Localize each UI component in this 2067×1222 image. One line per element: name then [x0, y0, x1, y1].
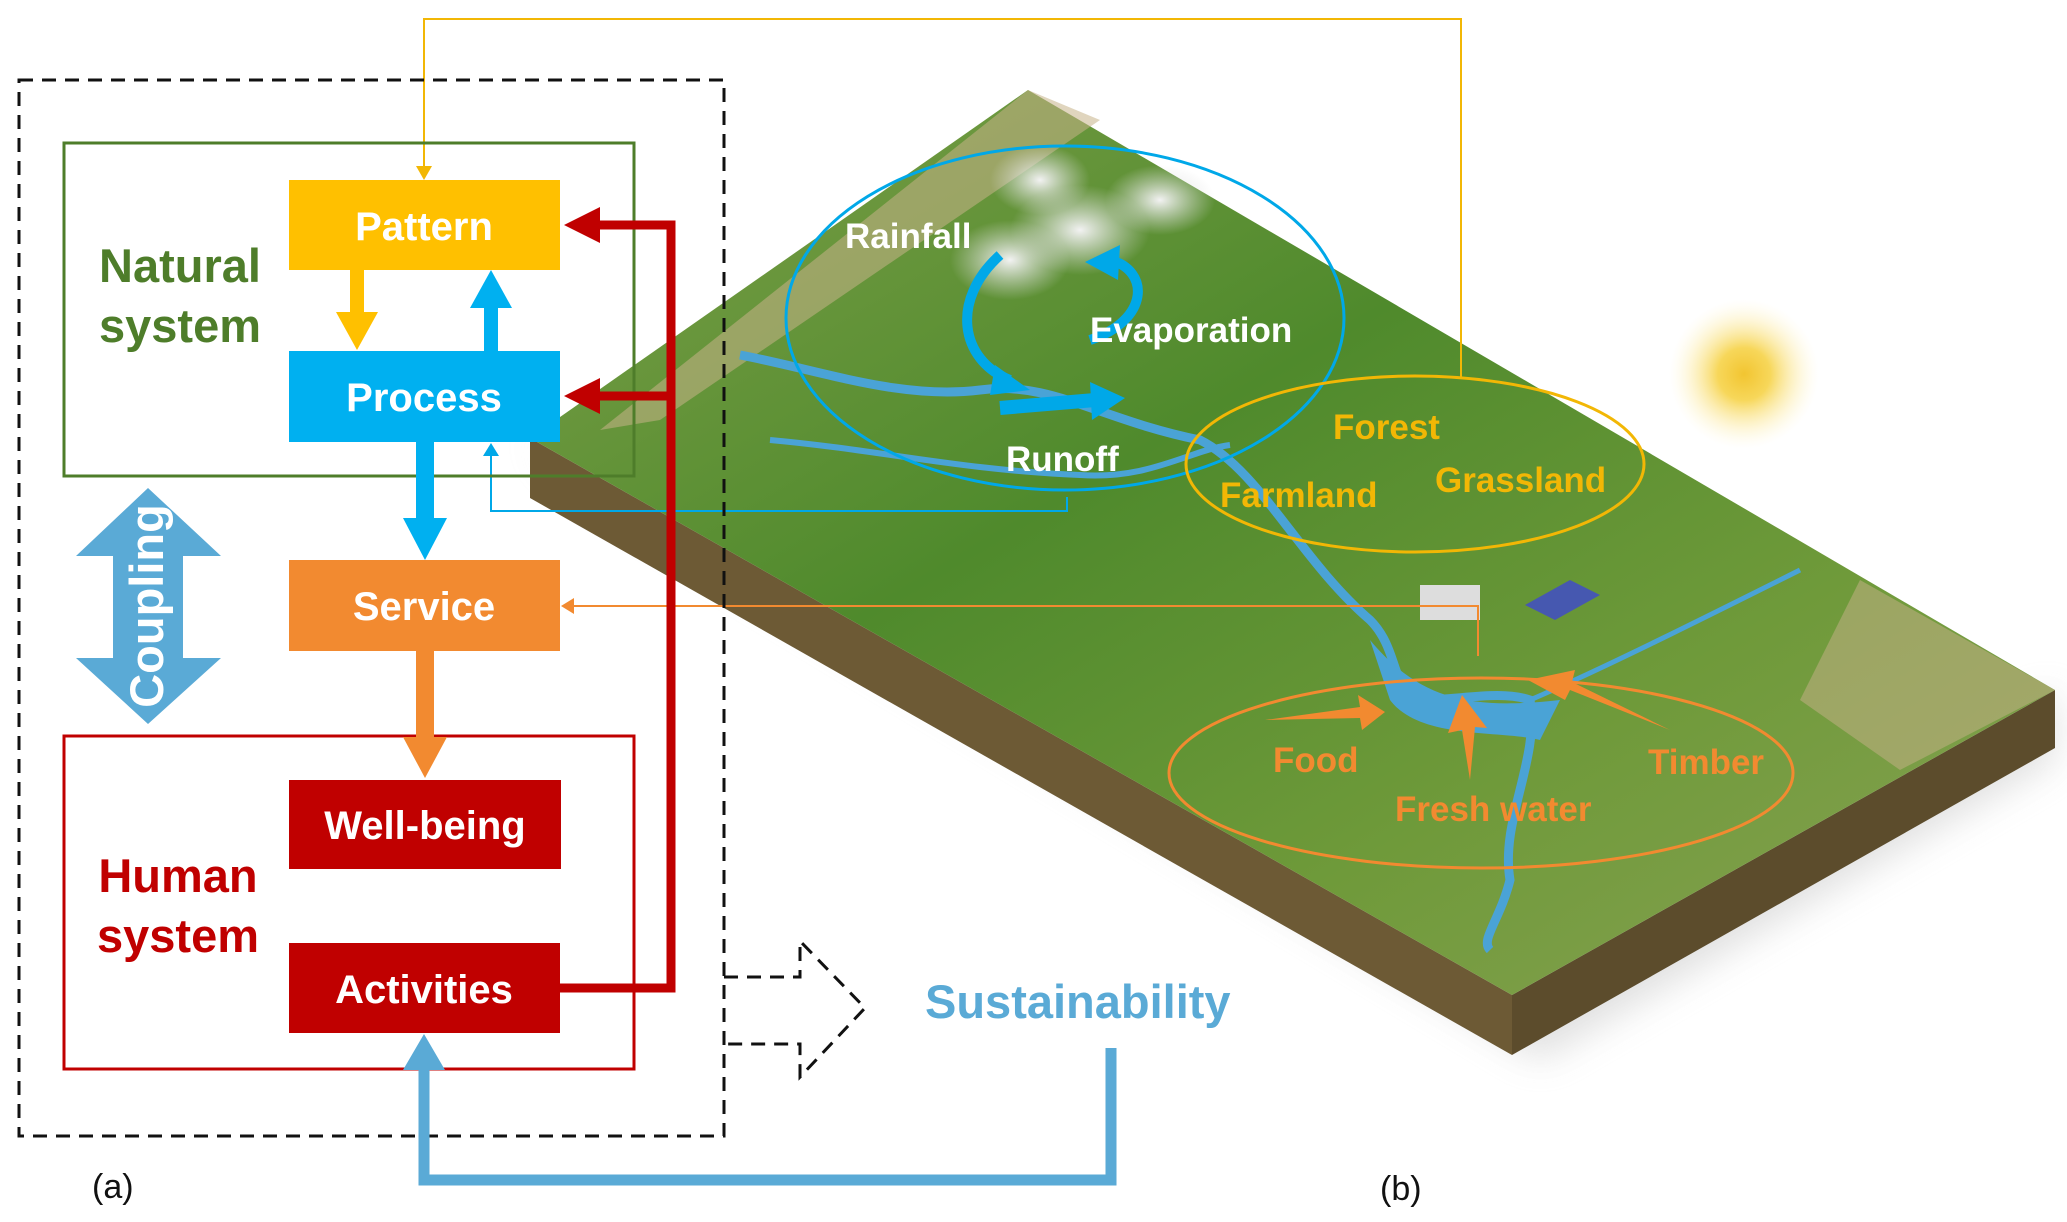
activities-feedback-line: [560, 220, 676, 993]
process-to-service-arrow-icon: [403, 518, 447, 560]
sustainability-label: Sustainability: [925, 975, 1231, 1028]
natural-system-label-line2: system: [99, 299, 261, 352]
fresh-water-arrow-icon: [1448, 695, 1487, 780]
service-to-wellbeing-arrow-icon: [403, 737, 447, 778]
slab-side-right: [1512, 690, 2055, 1055]
town-icon: [1420, 585, 1480, 620]
service-label: Service: [353, 585, 495, 629]
runoff-label: Runoff: [1006, 440, 1119, 479]
process-box[interactable]: Process: [289, 351, 560, 442]
pattern-box[interactable]: Pattern: [289, 180, 560, 270]
human-system-label-line1: Human: [98, 849, 257, 902]
feedback-to-pattern-arrow-icon: [564, 207, 600, 243]
feedback-to-process-arrow-icon: [564, 378, 600, 414]
food-arrow-icon: [1265, 695, 1385, 730]
rainfall-label: Rainfall: [845, 217, 971, 256]
land-use-ellipse: [1184, 374, 1646, 554]
runoff-arrow-icon: [999, 393, 1096, 415]
timber-label: Timber: [1648, 743, 1764, 782]
fresh-water-label: Fresh water: [1395, 790, 1592, 829]
service-box[interactable]: Service: [289, 560, 560, 651]
food-label: Food: [1273, 741, 1359, 780]
natural-system-frame: [62, 141, 636, 478]
water-cycle-ellipse: [784, 144, 1346, 492]
pattern-label: Pattern: [355, 205, 493, 249]
pattern-to-process-arrow-icon: [336, 312, 378, 350]
grassland-label: Grassland: [1435, 461, 1606, 500]
process-label: Process: [346, 376, 502, 420]
services-ellipse: [1167, 676, 1795, 870]
panel-b-label: (b): [1380, 1170, 1422, 1208]
evaporation-arrow-icon: [1088, 255, 1143, 345]
natural-system-label-line1: Natural: [99, 239, 261, 292]
human-system-frame: [62, 734, 636, 1071]
solar-panel-icon: [1525, 580, 1600, 620]
activities-label: Activities: [335, 968, 513, 1012]
slab-top: [530, 90, 2055, 995]
farmland-label: Farmland: [1220, 476, 1378, 515]
wellbeing-label: Well-being: [324, 804, 525, 848]
coupled-system-frame: [17, 78, 726, 1138]
evaporation-label: Evaporation: [1090, 311, 1292, 350]
panel-a-label: (a): [92, 1168, 134, 1206]
service-link-line: [570, 605, 1479, 656]
river: [739, 350, 1537, 954]
outcome-arrow-icon: [724, 937, 868, 1081]
human-system-label-line2: system: [97, 909, 259, 962]
coupling-label: Coupling: [120, 504, 173, 708]
coupling-double-arrow-icon: [76, 488, 221, 724]
slab-side-front: [530, 438, 1512, 1055]
sun-icon: [1669, 299, 1819, 449]
wellbeing-box[interactable]: Well-being: [289, 780, 561, 869]
sustainability-to-activities-arrow-icon: [403, 1034, 445, 1070]
forest-label: Forest: [1333, 408, 1440, 447]
process-to-pattern-arrow-icon: [470, 270, 512, 308]
timber-arrow-icon: [1528, 670, 1670, 730]
pattern-link-line: [423, 18, 1462, 378]
process-link-line: [490, 452, 1068, 512]
activities-box[interactable]: Activities: [289, 943, 560, 1033]
landscape-illustration: [530, 90, 2055, 1060]
sustainability-feedback-line: [418, 1048, 1117, 1186]
